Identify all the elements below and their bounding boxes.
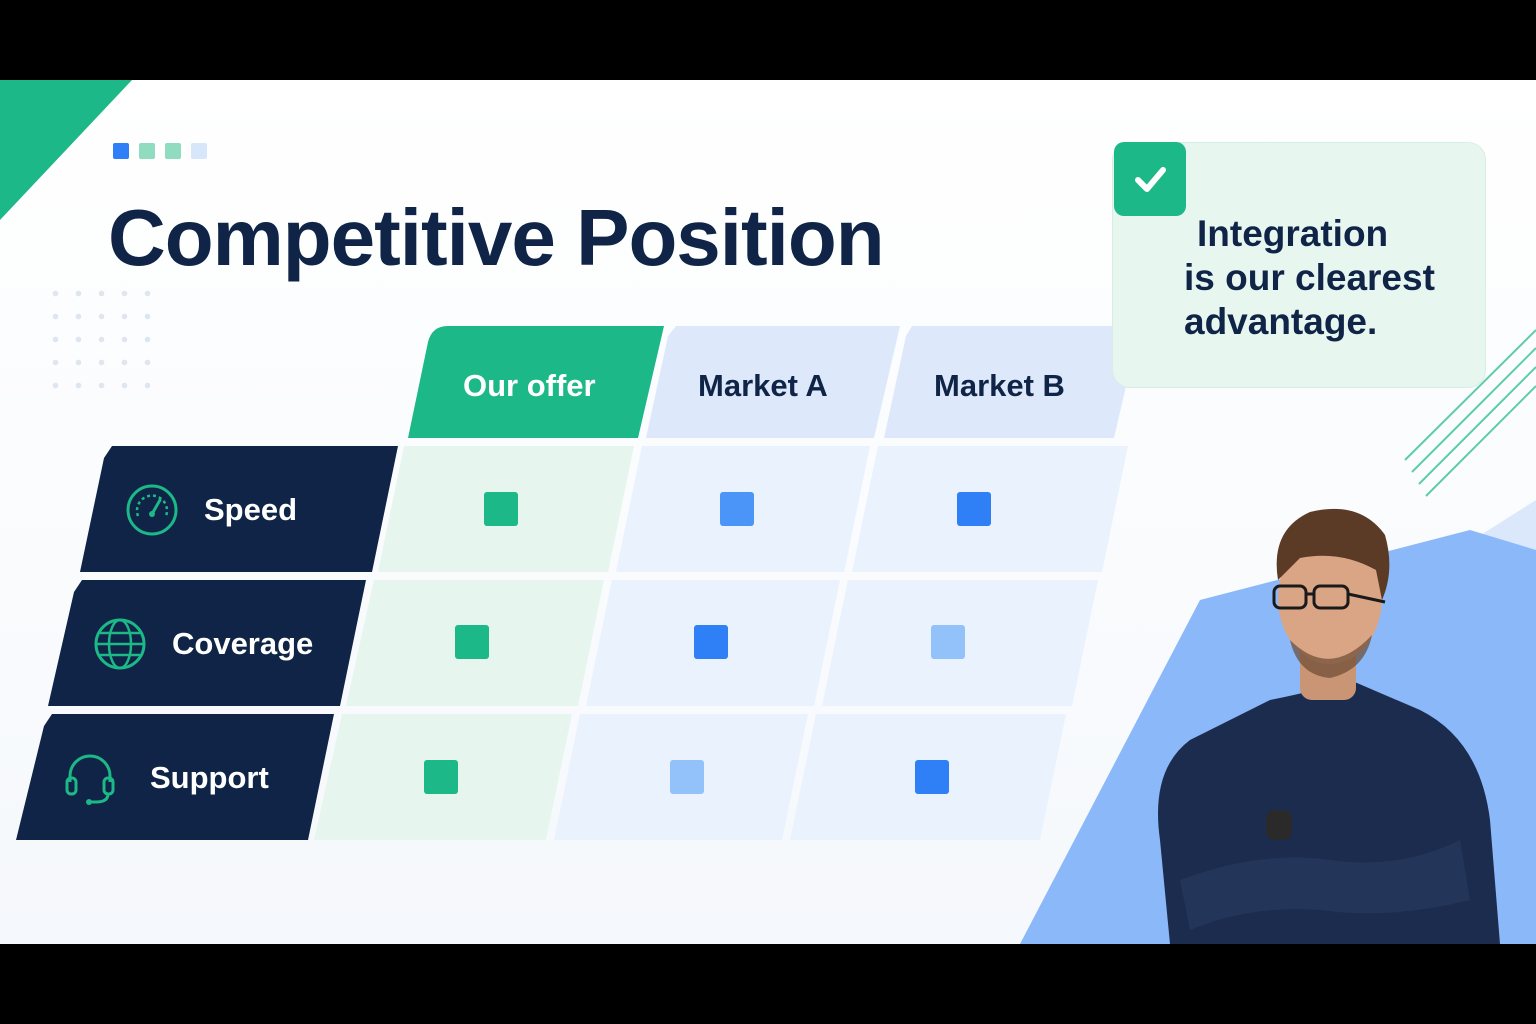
check-icon <box>1114 142 1186 216</box>
indicator-square <box>484 492 518 526</box>
slide: Competitive Position <box>0 80 1536 944</box>
callout-line: advantage. <box>1184 301 1378 342</box>
header-cell-our-offer <box>408 326 664 438</box>
indicator-square <box>670 760 704 794</box>
column-header-market-a: Market A <box>698 368 828 403</box>
callout-line: Integration <box>1197 213 1389 254</box>
decorative-squares <box>113 143 207 159</box>
column-header-our-offer: Our offer <box>463 368 596 403</box>
indicator-square <box>915 760 949 794</box>
callout-line: is our clearest <box>1184 257 1435 298</box>
row-label-support: Support <box>150 760 269 795</box>
deco-square <box>139 143 155 159</box>
indicator-square <box>455 625 489 659</box>
row-cell-support <box>16 714 334 840</box>
indicator-square <box>957 492 991 526</box>
header-cell-market-b <box>884 326 1140 438</box>
dot-grid-decoration <box>44 282 154 392</box>
presenter-photo <box>1158 508 1500 944</box>
indicator-square <box>424 760 458 794</box>
corner-accent <box>0 80 132 220</box>
row-cell-coverage <box>48 580 366 706</box>
row-label-speed: Speed <box>204 492 298 527</box>
globe-icon <box>94 618 146 670</box>
column-header-market-b: Market B <box>934 368 1065 403</box>
deco-square <box>165 143 181 159</box>
deco-square <box>191 143 207 159</box>
row-label-coverage: Coverage <box>172 626 314 661</box>
indicator-square <box>931 625 965 659</box>
speedometer-icon <box>126 484 178 536</box>
comparison-graphic <box>16 326 1536 944</box>
callout-text: Integration is our clearest advantage. <box>1184 212 1474 344</box>
row-cell-speed <box>80 446 398 572</box>
deco-square <box>113 143 129 159</box>
header-cell-market-a <box>646 326 900 438</box>
headset-icon <box>65 754 115 805</box>
page-title: Competitive Position <box>108 193 885 282</box>
deco-lines <box>1404 329 1536 497</box>
indicator-square <box>720 492 754 526</box>
indicator-square <box>694 625 728 659</box>
